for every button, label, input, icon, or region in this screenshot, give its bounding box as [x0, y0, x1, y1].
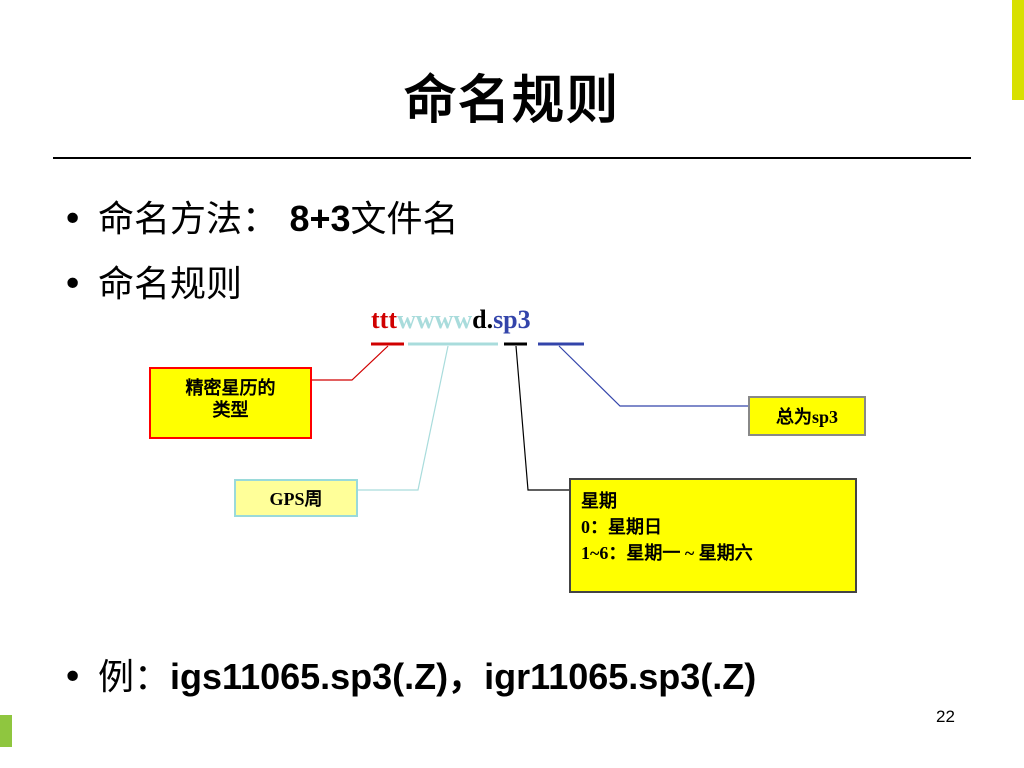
callout-line: 星期 — [581, 491, 617, 511]
callout-line: 精密星历的 — [185, 378, 276, 398]
callout-gps-week: GPS周 — [234, 479, 358, 517]
callout-line: 1~6：星期一 ~ 星期六 — [581, 543, 753, 563]
slide-title: 命名规则 — [403, 71, 620, 131]
filename-d: d — [472, 305, 487, 334]
filename-wwww: wwww — [396, 305, 473, 334]
bullet-naming-method: • 命名方法： 8+3文件名 — [62, 190, 459, 242]
callout-ephemeris-type: 精密星历的 类型 — [149, 367, 312, 439]
bullet-latin: igs11065.sp3(.Z)，igr11065.sp3(.Z) — [170, 656, 757, 697]
bullet-example: • 例：igs11065.sp3(.Z)，igr11065.sp3(.Z) — [62, 648, 756, 700]
filename-pattern: tttwwwwd.sp3 — [371, 305, 531, 335]
bullet-dot: • — [62, 264, 84, 305]
bullet-dot: • — [62, 199, 84, 240]
filename-ext: sp3 — [493, 305, 531, 334]
bullet-tail: 文件名 — [350, 199, 459, 240]
page-number: 22 — [936, 707, 955, 726]
bullet-naming-rule: • 命名规则 — [62, 255, 242, 307]
leader-d — [515, 345, 569, 491]
accent-bar-bottom — [0, 715, 12, 747]
callout-line: 类型 — [212, 400, 249, 420]
filename-ttt: ttt — [371, 305, 397, 334]
title-divider — [53, 157, 971, 159]
callout-always-sp3: 总为sp3 — [748, 396, 866, 436]
callout-day-of-week: 星期 0：星期日 1~6：星期一 ~ 星期六 — [569, 478, 857, 593]
filename-dot: . — [486, 305, 494, 334]
leader-wwww — [358, 345, 449, 491]
bullet-text: 例： — [98, 657, 171, 698]
callout-line: 0：星期日 — [581, 517, 662, 537]
bullet-text: 命名规则 — [98, 264, 243, 305]
leader-ttt — [312, 345, 389, 381]
leader-sp3 — [558, 345, 748, 407]
bullet-latin: 8+3 — [289, 198, 351, 239]
accent-bar-top — [1012, 0, 1024, 100]
bullet-text: 命名方法： — [98, 199, 290, 240]
bullet-dot: • — [62, 657, 84, 698]
